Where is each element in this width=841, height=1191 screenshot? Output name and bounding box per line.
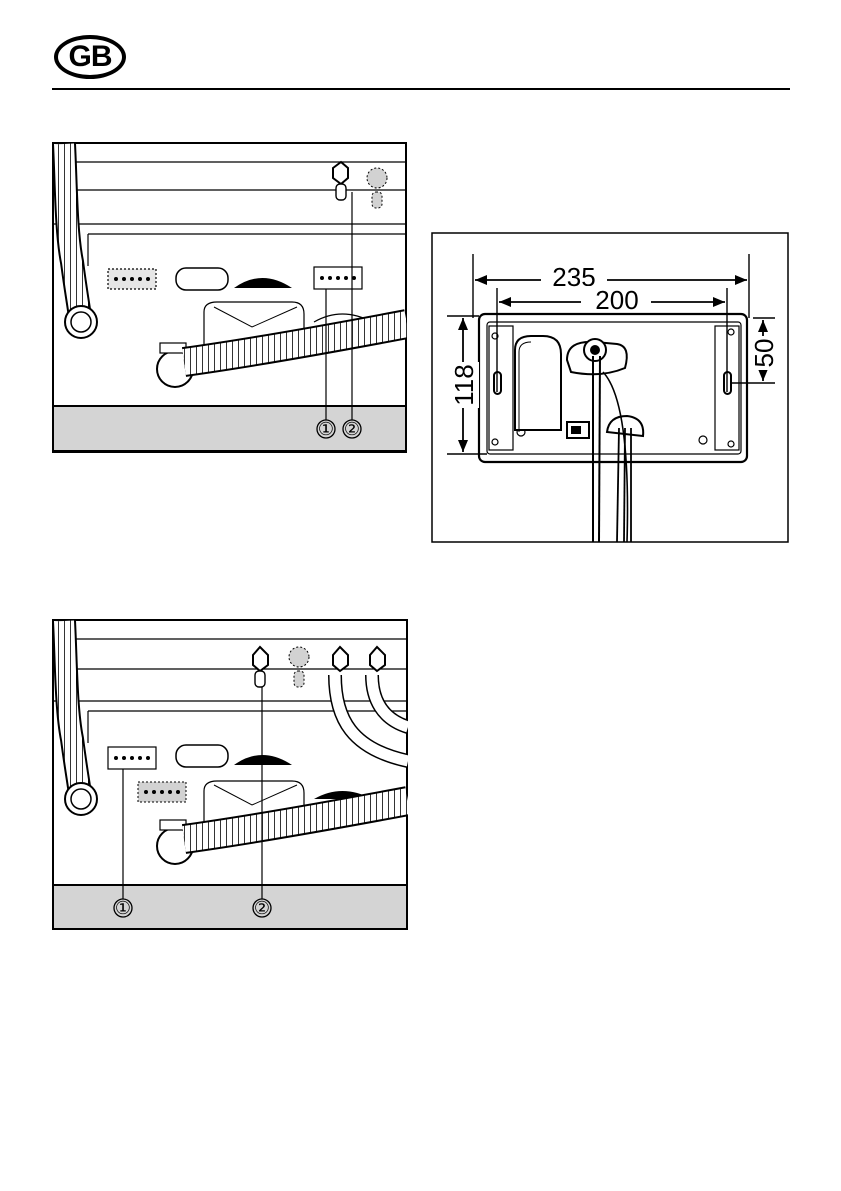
figure-mounting-dimensions: 235 200 118 50: [431, 232, 789, 543]
figure-appliance-rear-top: ① ②: [52, 142, 407, 453]
callout-2-label: ②: [344, 419, 360, 440]
callout-2-label: ②: [254, 898, 270, 919]
figure-appliance-rear-bottom: ① ②: [52, 619, 408, 930]
callout-1-label: ①: [115, 898, 131, 919]
dim-200-label: 200: [595, 285, 638, 315]
header-rule: [52, 88, 790, 90]
country-badge: GB: [54, 35, 126, 79]
dim-50-label: 50: [749, 339, 779, 368]
callout-1-label: ①: [318, 419, 334, 440]
dim-118-label: 118: [449, 364, 479, 405]
country-badge-label: GB: [69, 40, 112, 74]
